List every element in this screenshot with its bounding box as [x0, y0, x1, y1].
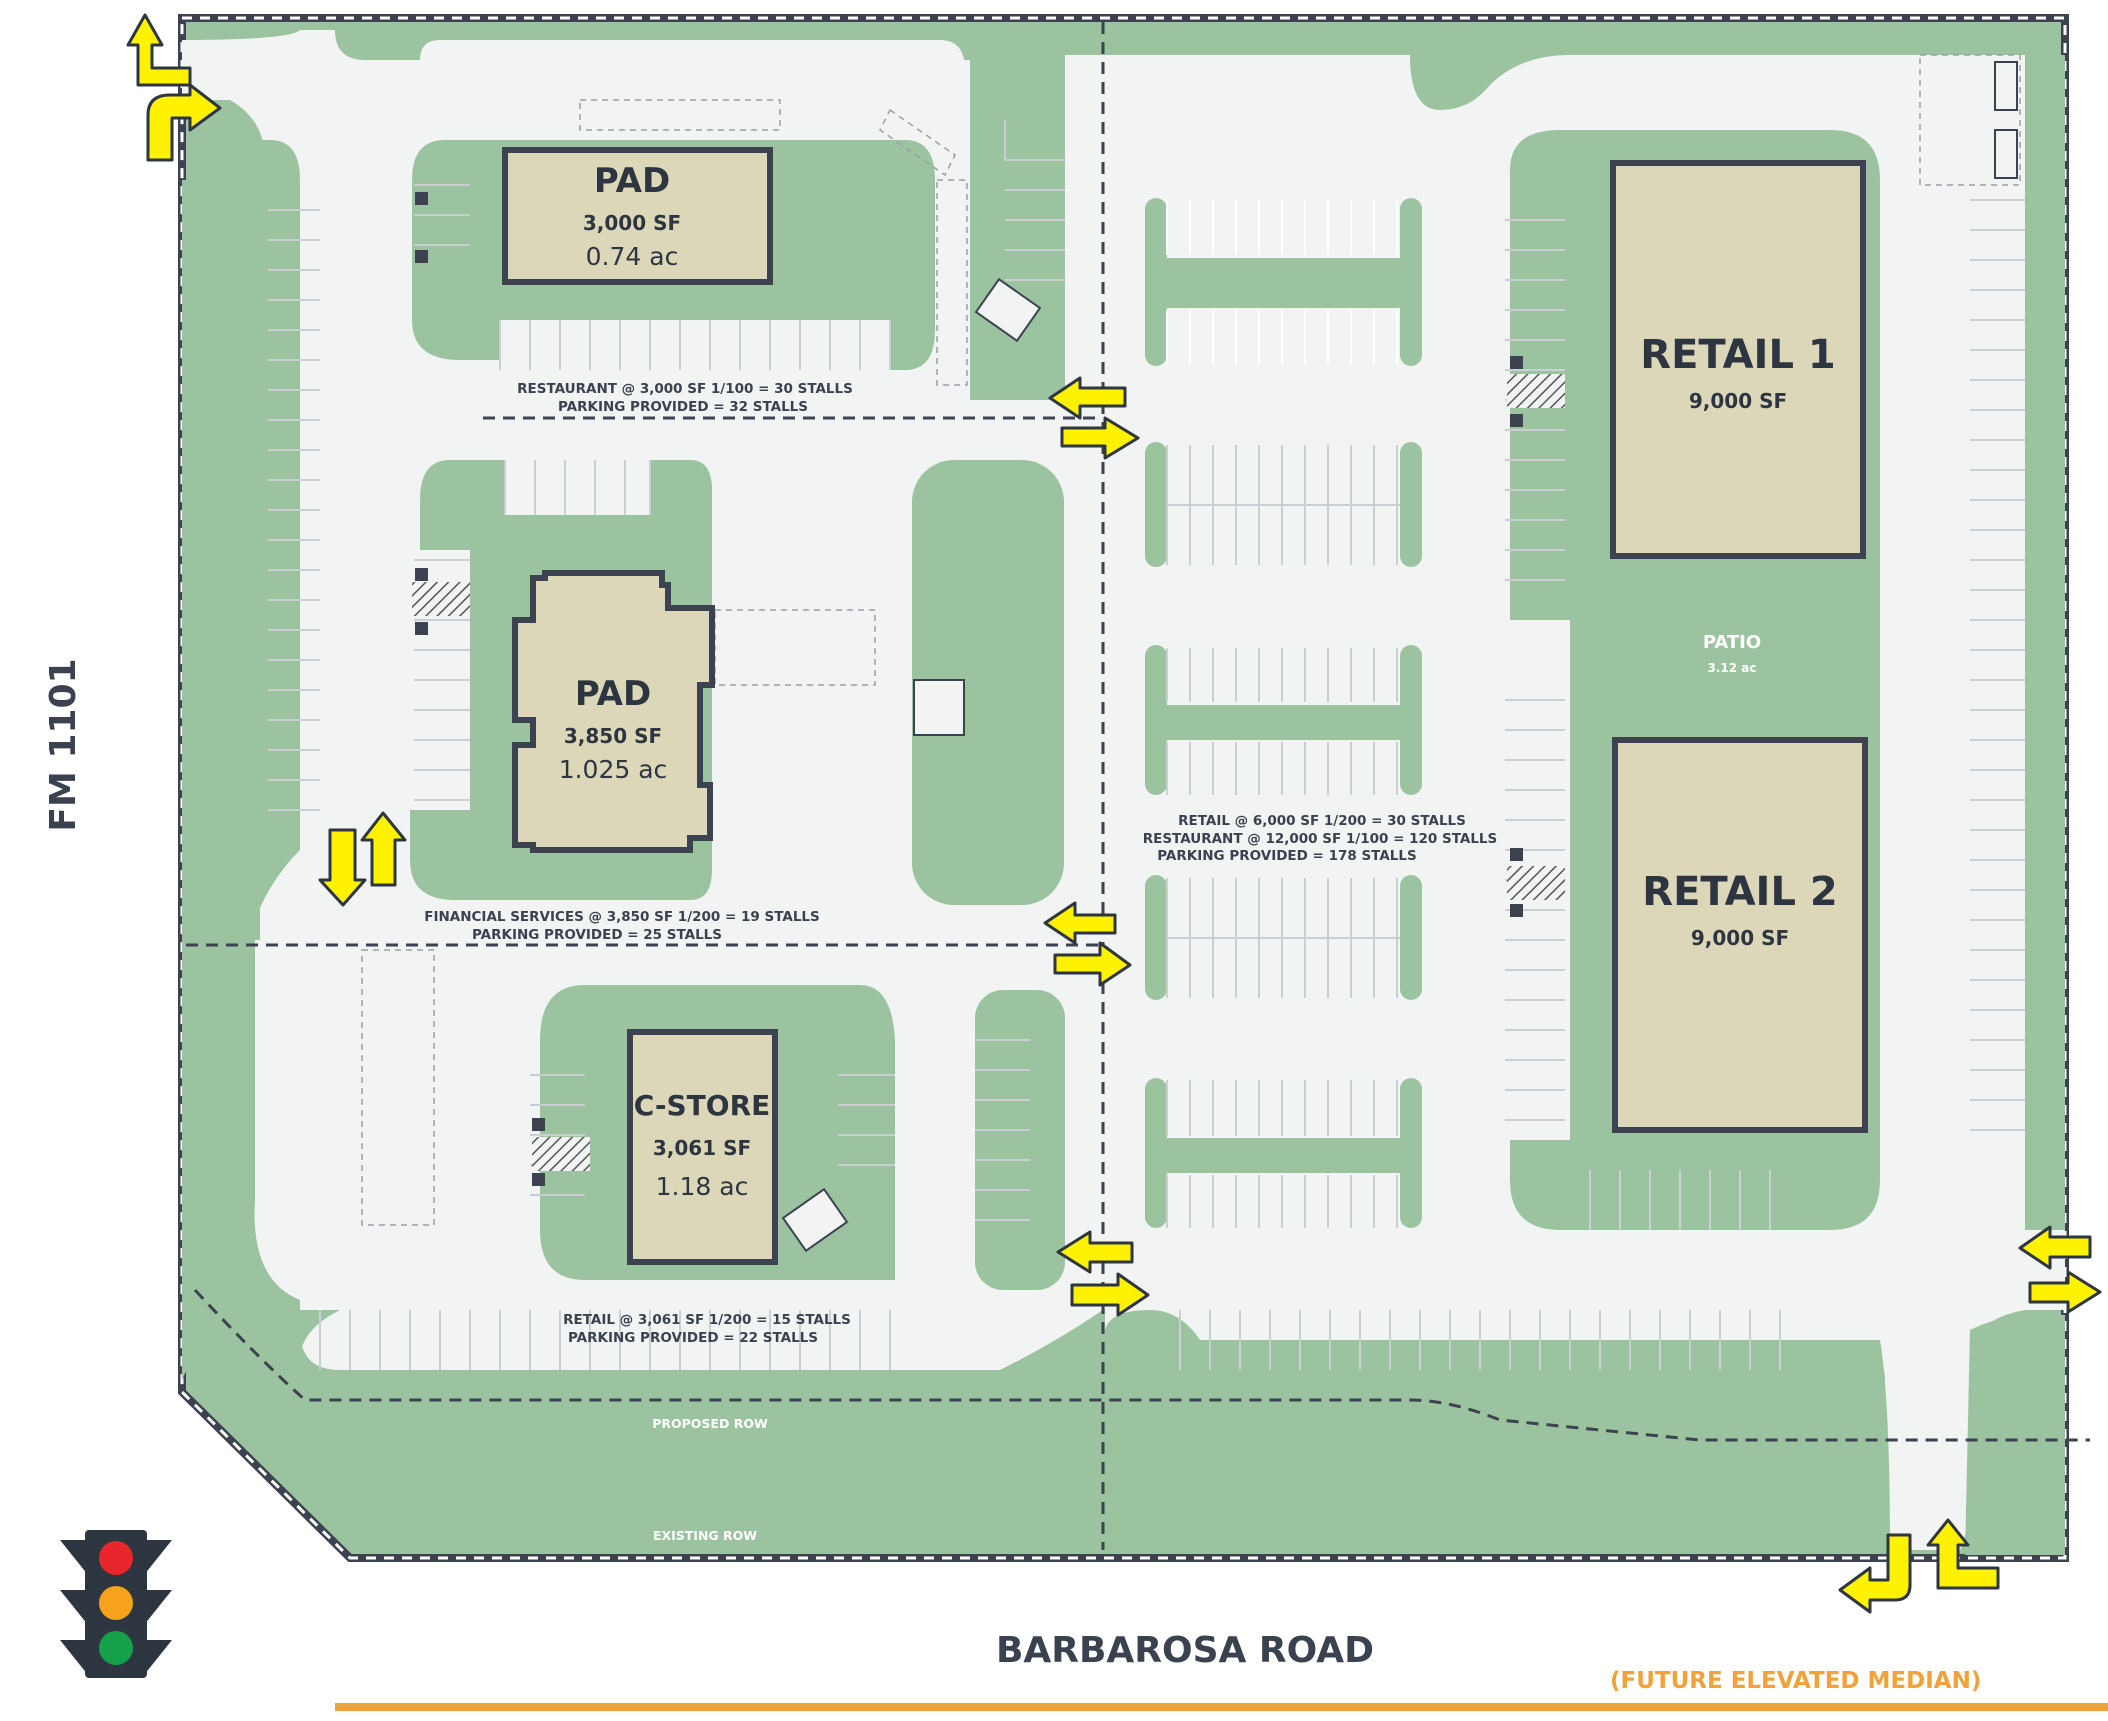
patio-title: PATIO [1703, 632, 1761, 653]
building-pad-north [502, 147, 773, 285]
pad-north-area: 3,000 SF [583, 211, 681, 235]
traffic-light-icon [60, 1530, 172, 1678]
ada-icon [415, 192, 1523, 1186]
cstore-area: 3,061 SF [653, 1136, 751, 1160]
note-pad-middle-line1: FINANCIAL SERVICES @ 3,850 SF 1/200 = 19… [424, 909, 820, 925]
dumpster-icon [781, 61, 2018, 1253]
retail2-area: 9,000 SF [1691, 926, 1789, 950]
ada-hatch [412, 374, 1565, 1171]
future-median-label: (FUTURE ELEVATED MEDIAN) [1610, 1668, 1981, 1694]
note-cstore-line1: RETAIL @ 3,061 SF 1/200 = 15 STALLS [563, 1312, 851, 1328]
building-cstore [627, 1029, 778, 1265]
note-retail-line2: RESTAURANT @ 12,000 SF 1/100 = 120 STALL… [1143, 831, 1498, 847]
road-label-fm1101: FM 1101 [43, 658, 84, 831]
building-retail1 [1610, 160, 1866, 559]
existing-row-label: EXISTING ROW [653, 1528, 757, 1543]
parking-stalls [268, 120, 2025, 1370]
note-retail-line3: PARKING PROVIDED = 178 STALLS [1157, 848, 1416, 864]
traffic-arrow-icon [126, 13, 2102, 1614]
pad-north-title: PAD [594, 161, 670, 201]
note-retail-line1: RETAIL @ 6,000 SF 1/200 = 30 STALLS [1178, 813, 1466, 829]
retail1-title: RETAIL 1 [1640, 332, 1835, 378]
road-label-barbarosa: BARBAROSA ROAD [996, 1630, 1374, 1671]
note-pad-north-line1: RESTAURANT @ 3,000 SF 1/100 = 30 STALLS [517, 381, 853, 397]
parking-islands [1145, 198, 1422, 1228]
pad-north-acres: 0.74 ac [586, 242, 679, 271]
pad-middle-acres: 1.025 ac [559, 755, 668, 784]
building-retail2 [1612, 737, 1868, 1133]
proposed-row-label: PROPOSED ROW [652, 1416, 768, 1431]
note-pad-north-line2: PARKING PROVIDED = 32 STALLS [558, 399, 808, 415]
retail1-area: 9,000 SF [1689, 389, 1787, 413]
pad-middle-title: PAD [575, 674, 651, 714]
retail2-title: RETAIL 2 [1642, 869, 1837, 915]
note-cstore-line2: PARKING PROVIDED = 22 STALLS [568, 1330, 818, 1346]
building-pad-middle [512, 570, 715, 853]
patio-acres: 3.12 ac [1708, 661, 1757, 675]
cstore-title: C-STORE [634, 1089, 771, 1122]
cstore-acres: 1.18 ac [656, 1172, 749, 1201]
median-line [335, 1703, 2108, 1711]
dashed-lines [186, 22, 2090, 1550]
pad-middle-area: 3,850 SF [564, 724, 662, 748]
note-pad-middle-line2: PARKING PROVIDED = 25 STALLS [472, 927, 722, 943]
